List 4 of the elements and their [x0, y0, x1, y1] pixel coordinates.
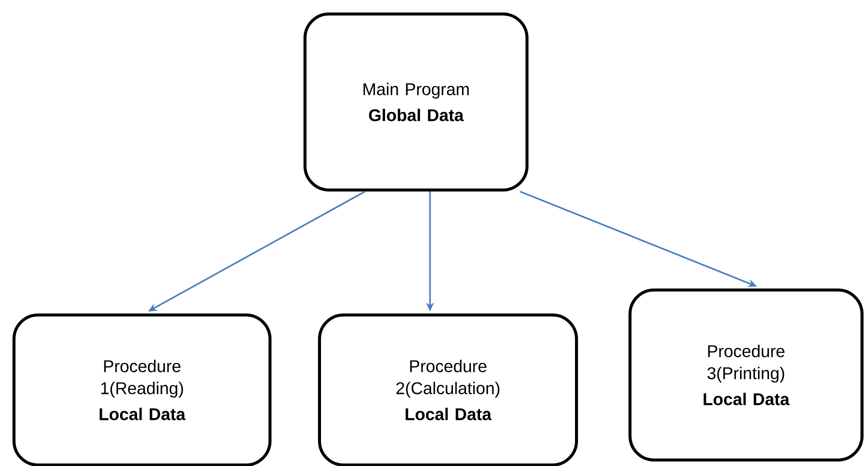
process-box: Procedure 1(Reading) Local Data: [12, 314, 272, 466]
process-box: Procedure 2(Calculation) Local Data: [318, 314, 578, 466]
process-box: Procedure 3(Printing) Local Data: [628, 288, 864, 462]
process-box: Main Program Global Data: [304, 12, 528, 192]
